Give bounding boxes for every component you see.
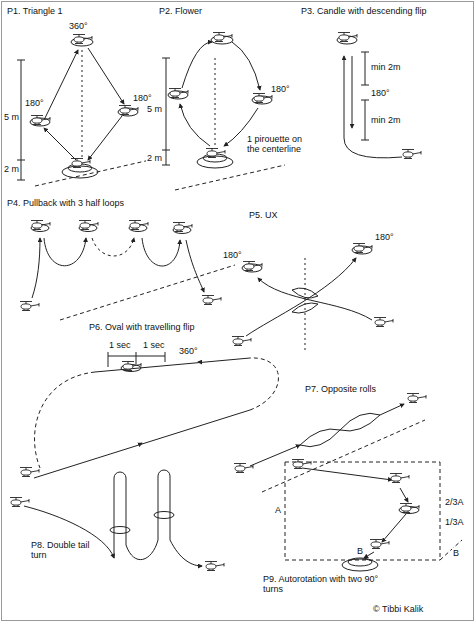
panel-title: P7. Opposite rolls — [304, 384, 377, 394]
angle-label: 360° — [68, 21, 89, 31]
copyright-note: © Tibbi Kalik — [372, 604, 424, 614]
dimension-label: 2/3A — [444, 497, 465, 507]
dimension-label: 5 m — [146, 104, 163, 114]
p8-tail-turn — [24, 470, 202, 566]
angle-label: 180° — [222, 250, 243, 260]
panel-title: P8. Double tail turn — [30, 540, 92, 561]
dimension-label: 1/3A — [444, 517, 465, 527]
p4-pullback — [31, 225, 235, 321]
panel-title: P9. Autorotation with two 90° turns — [262, 574, 382, 595]
note-label: 1 pirouette on the centerline — [246, 134, 314, 155]
dimension-label: A — [274, 505, 282, 515]
p6-oval — [34, 352, 279, 478]
panel-title: P5. UX — [248, 210, 279, 220]
time-label: 1 sec — [142, 340, 166, 350]
panel-title: P3. Candle with descending flip — [300, 6, 428, 16]
time-label: 1 sec — [108, 340, 132, 350]
angle-label: 180° — [370, 88, 391, 98]
dimension-label: 5 m — [3, 112, 20, 122]
panel-title: P2. Flower — [158, 6, 203, 16]
panel-title: P4. Pullback with 3 half loops — [6, 198, 125, 208]
dimension-label: min 2m — [370, 115, 402, 125]
dimension-label: B — [452, 548, 460, 558]
angle-label: 360° — [178, 346, 199, 356]
angle-label: 180° — [270, 84, 291, 94]
angle-label: 180° — [132, 93, 153, 103]
dimension-label: 2 m — [146, 153, 163, 163]
p5-ux — [242, 246, 372, 350]
angle-label: 180° — [24, 98, 45, 108]
dimension-label: min 2m — [370, 62, 402, 72]
p3-candle — [337, 36, 402, 158]
p7-rolls — [250, 404, 425, 492]
p1-triangle — [17, 38, 150, 186]
dimension-label: 2 m — [3, 164, 20, 174]
p2-flower — [162, 36, 285, 190]
p9-autorotation — [285, 462, 462, 571]
angle-label: 180° — [374, 232, 395, 242]
dimension-label: B — [356, 546, 364, 556]
panel-title: P1. Triangle 1 — [6, 6, 64, 16]
panel-title: P6. Oval with travelling flip — [88, 322, 196, 332]
